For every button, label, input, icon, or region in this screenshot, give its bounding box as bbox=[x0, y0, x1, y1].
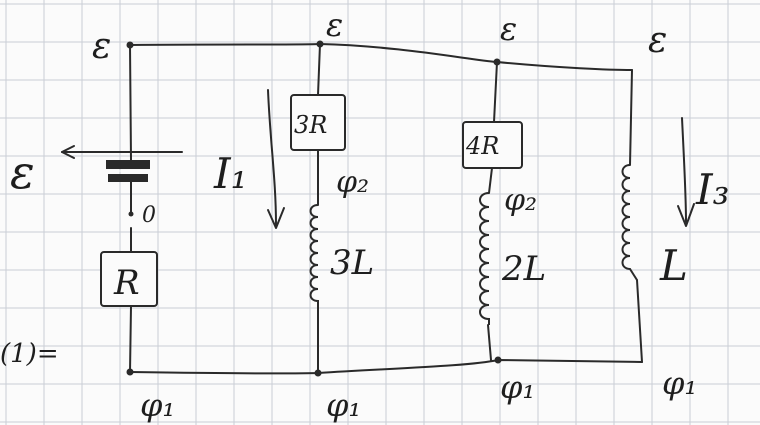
node-top-1 bbox=[126, 41, 134, 49]
label-bottom-3: φ₁ bbox=[500, 368, 535, 406]
node-bottom-3 bbox=[494, 356, 502, 364]
label-bottom-2: φ₁ bbox=[326, 386, 361, 424]
resistor-r bbox=[100, 251, 158, 307]
label-top-4: ε bbox=[648, 20, 667, 61]
label-top-1: ε bbox=[92, 26, 111, 67]
label-top-2: ε bbox=[326, 6, 343, 44]
label-bottom-1: φ₁ bbox=[140, 386, 175, 424]
node-bottom-2 bbox=[314, 369, 322, 377]
margin-note: (1)= bbox=[0, 339, 59, 369]
nodes bbox=[126, 40, 502, 377]
inductor-l-label: L bbox=[659, 241, 688, 290]
node-top-3 bbox=[493, 58, 501, 66]
resistor-3r bbox=[290, 94, 346, 151]
phi-2-label-branch-3: φ₂ bbox=[504, 183, 537, 218]
label-bottom-4: φ₁ bbox=[662, 364, 697, 402]
source-label: ε bbox=[10, 145, 35, 199]
resistor-4r-label: 4R bbox=[465, 132, 499, 160]
resistor-4r bbox=[462, 121, 523, 169]
node-0 bbox=[128, 211, 134, 217]
battery-source bbox=[104, 160, 152, 182]
node-bottom-1 bbox=[126, 368, 134, 376]
label-top-3: ε bbox=[500, 10, 517, 48]
phi-2-label-branch-2: φ₂ bbox=[336, 165, 369, 200]
inductor-l bbox=[621, 164, 638, 281]
inductor-2l bbox=[479, 192, 490, 325]
wires bbox=[61, 43, 695, 375]
current-i3-label: I₃ bbox=[695, 165, 729, 214]
current-i1-label: I₁ bbox=[213, 149, 247, 198]
resistor-r-label: R bbox=[113, 263, 140, 303]
node-zero-label: 0 bbox=[142, 203, 156, 228]
inductor-3l-label: 3L bbox=[330, 243, 374, 283]
inductor-3l bbox=[309, 204, 319, 305]
node-top-2 bbox=[316, 40, 324, 48]
inductor-2l-label: 2L bbox=[501, 249, 546, 289]
resistor-3r-label: 3R bbox=[294, 111, 327, 139]
